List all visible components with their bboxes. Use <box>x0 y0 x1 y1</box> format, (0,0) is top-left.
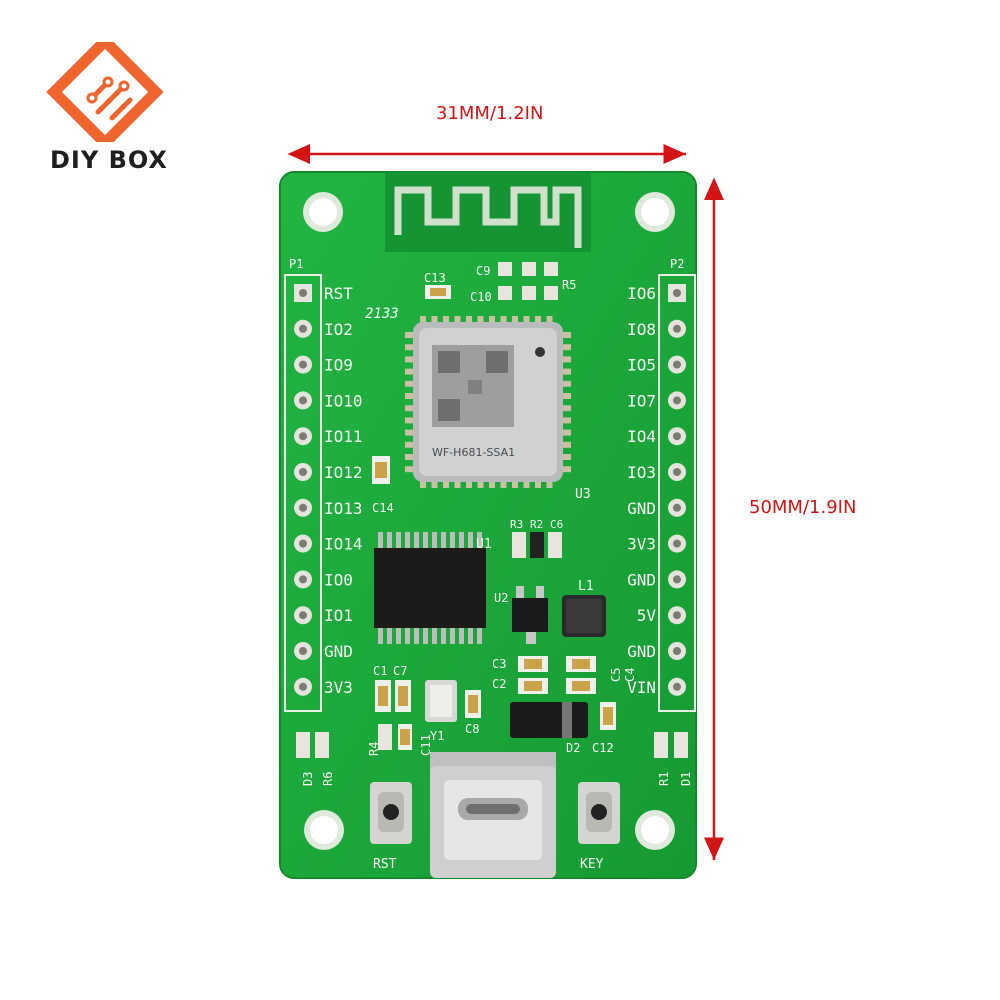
svg-text:C11: C11 <box>419 734 433 756</box>
right-pin-label: GND <box>627 642 656 661</box>
svg-text:D3: D3 <box>301 772 315 786</box>
pcb-antenna <box>394 186 582 248</box>
header-left-name: P1 <box>289 257 303 271</box>
right-pin-label: IO5 <box>627 356 656 375</box>
svg-text:D2: D2 <box>566 741 580 755</box>
diy-box-logo-icon <box>46 42 164 142</box>
svg-text:U2: U2 <box>494 591 508 605</box>
svg-text:R1: R1 <box>657 772 671 786</box>
left-header-pins <box>294 284 312 696</box>
reset-button-icon <box>370 782 412 844</box>
right-pin-label: 3V3 <box>627 535 656 554</box>
left-pin-label: IO12 <box>324 463 363 482</box>
left-pin-label: IO13 <box>324 499 363 518</box>
left-pin-label: 3V3 <box>324 678 353 697</box>
svg-text:U1: U1 <box>476 537 492 552</box>
svg-text:R3: R3 <box>510 518 523 531</box>
svg-text:C14: C14 <box>372 501 394 515</box>
right-pin-label: VIN <box>627 678 656 697</box>
silk-code: 2133 <box>365 306 399 322</box>
svg-text:C5: C5 <box>609 668 623 682</box>
svg-text:Y1: Y1 <box>430 729 444 743</box>
svg-text:R2: R2 <box>530 518 543 531</box>
left-pin-label: RST <box>324 284 353 303</box>
svg-text:U3: U3 <box>575 487 591 502</box>
svg-text:C3: C3 <box>492 657 506 671</box>
svg-text:R5: R5 <box>562 278 576 292</box>
right-pin-label: IO3 <box>627 463 656 482</box>
key-button-icon <box>578 782 620 844</box>
right-pin-label: IO8 <box>627 320 656 339</box>
svg-text:R6: R6 <box>321 772 335 786</box>
left-pin-label: IO14 <box>324 535 363 554</box>
usb-serial-chip <box>374 532 486 644</box>
right-header-pins <box>668 284 686 696</box>
width-dimension-label: 31MM/1.2IN <box>436 103 544 124</box>
svg-text:D1: D1 <box>679 772 693 786</box>
right-pin-label: GND <box>627 570 656 589</box>
svg-text:C13: C13 <box>424 271 446 285</box>
svg-text:L1: L1 <box>578 579 594 594</box>
left-pin-label: IO0 <box>324 570 353 589</box>
left-pin-label: IO11 <box>324 427 363 446</box>
svg-text:C2: C2 <box>492 677 506 691</box>
right-pin-label: IO7 <box>627 391 656 410</box>
brand-name: DIY BOX <box>50 146 168 174</box>
left-pin-label: IO2 <box>324 320 353 339</box>
svg-text:C1: C1 <box>373 664 387 678</box>
svg-text:C9: C9 <box>476 264 490 278</box>
right-pin-label: IO6 <box>627 284 656 303</box>
right-pin-label: GND <box>627 499 656 518</box>
svg-text:C7: C7 <box>393 664 407 678</box>
svg-text:C4: C4 <box>623 668 637 682</box>
svg-text:R4: R4 <box>367 742 381 756</box>
key-button-label: KEY <box>580 857 604 872</box>
left-pin-label: IO10 <box>324 391 363 410</box>
wifi-module: WF-H681-SSA1 <box>405 316 571 488</box>
left-pin-label: IO9 <box>324 356 353 375</box>
module-label: WF-H681-SSA1 <box>432 446 515 459</box>
left-pin-label: GND <box>324 642 353 661</box>
rst-button-label: RST <box>373 857 397 872</box>
usb-c-connector <box>430 752 556 878</box>
height-dimension-label: 50MM/1.9IN <box>749 497 857 518</box>
left-pin-label: IO1 <box>324 606 353 625</box>
svg-text:C10: C10 <box>470 290 492 304</box>
right-pin-label: IO4 <box>627 427 656 446</box>
right-pin-label: 5V <box>637 606 657 625</box>
header-right-name: P2 <box>670 257 684 271</box>
svg-text:C6: C6 <box>550 518 563 531</box>
svg-text:C8: C8 <box>465 722 479 736</box>
svg-text:C12: C12 <box>592 741 614 755</box>
mounting-holes <box>303 192 675 850</box>
